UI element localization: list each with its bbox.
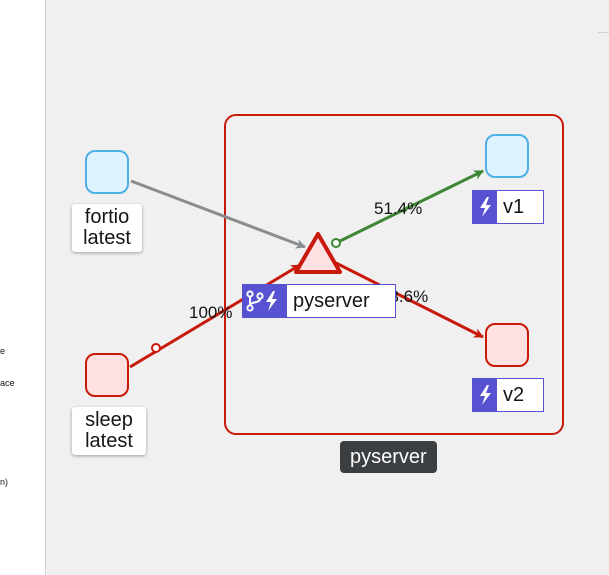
service-icons xyxy=(243,285,287,317)
git-branch-icon xyxy=(246,290,277,312)
edge-pyserver-to-v1[interactable] xyxy=(335,169,484,245)
version-text: v1 xyxy=(503,195,525,218)
bolt-icon xyxy=(480,197,491,217)
workload-node-v2[interactable] xyxy=(485,323,529,367)
version-badge xyxy=(473,379,497,411)
workload-node-sleep[interactable] xyxy=(85,353,129,397)
panel-text-fragment: e xyxy=(0,346,6,356)
version-badge xyxy=(473,191,497,223)
service-node-pyserver[interactable] xyxy=(294,232,342,274)
edge-label-v1: 51.4% xyxy=(374,199,423,218)
node-label-line: latest xyxy=(85,430,133,452)
left-panel: e ace n) xyxy=(0,0,46,575)
edge-fortio-to-pyserver[interactable] xyxy=(130,179,306,249)
version-text: v2 xyxy=(503,383,525,406)
workload-node-v1[interactable] xyxy=(485,134,529,178)
service-name: pyserver xyxy=(293,289,370,312)
edge-pyserver-to-v2[interactable] xyxy=(335,261,484,339)
edge-origin-dot xyxy=(151,343,161,353)
node-label-line: sleep xyxy=(85,409,133,431)
edge-label-sleep: 100% xyxy=(189,303,233,322)
panel-text-fragment: ace xyxy=(0,378,15,388)
app-box-label[interactable]: pyserver xyxy=(340,441,437,473)
version-label-v2[interactable]: v2 xyxy=(472,378,544,412)
node-label-fortio[interactable]: fortio latest xyxy=(72,204,142,252)
workload-node-fortio[interactable] xyxy=(85,150,129,194)
node-label-line: fortio xyxy=(84,206,130,228)
node-label-sleep[interactable]: sleep latest xyxy=(72,407,146,455)
version-label-v1[interactable]: v1 xyxy=(472,190,544,224)
node-label-line: latest xyxy=(83,227,131,249)
service-label-pyserver[interactable]: pyserver xyxy=(242,284,396,318)
bolt-icon xyxy=(266,291,277,311)
panel-text-fragment: n) xyxy=(0,477,9,487)
bolt-icon xyxy=(480,385,491,405)
divider xyxy=(598,32,609,33)
edge-origin-dot xyxy=(331,238,341,248)
